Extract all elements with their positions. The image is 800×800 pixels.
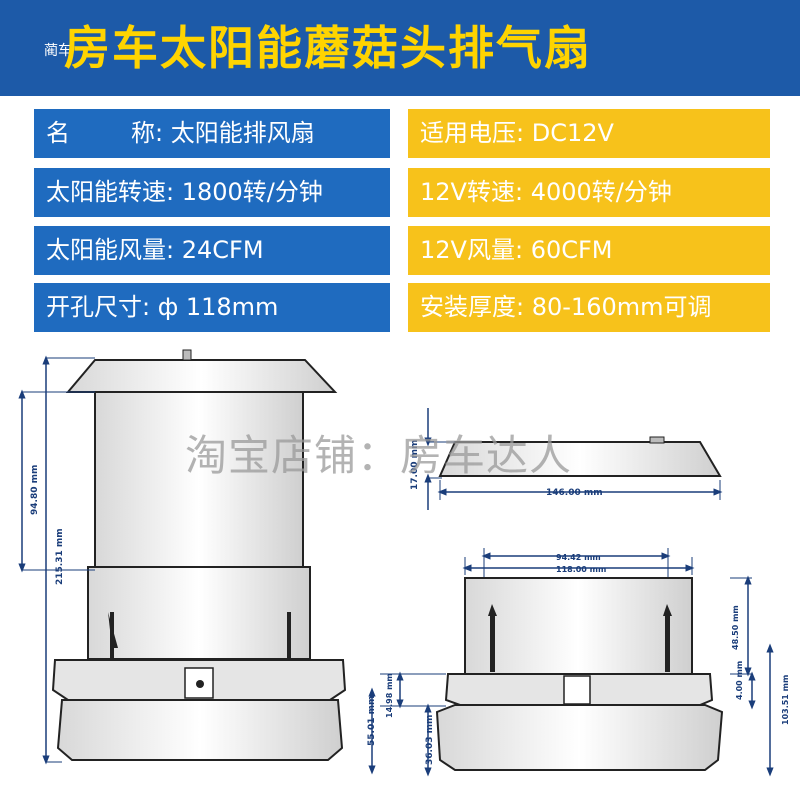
- spec-voltage: 适用电压: DC12V: [408, 109, 770, 158]
- lid-view: 17.00 mm 146.00 mm: [410, 408, 723, 510]
- spec-separator: :: [166, 178, 182, 206]
- dim-215-31: 215.31 mm: [55, 528, 65, 585]
- spec-name: 名 称: 太阳能排风扇: [34, 109, 390, 158]
- trim-section: [435, 704, 724, 771]
- spec-install-thickness: 安装厚度: 80-160mm可调: [408, 283, 770, 332]
- section-view: 94.42 mm 118.00 mm 48.50 mm 4.00 mm 103.…: [367, 548, 790, 777]
- spec-label: 安装厚度: [420, 293, 516, 321]
- spec-value: ф 118mm: [157, 293, 279, 321]
- spec-value: 60CFM: [530, 236, 613, 264]
- header-banner: 蔺车 房车太阳能蘑菇头排气扇: [0, 0, 800, 96]
- spec-separator: :: [514, 178, 531, 206]
- collar-section: [464, 577, 693, 675]
- screw: [110, 612, 114, 662]
- dim-48-50: 48.50 mm: [731, 605, 740, 650]
- spec-value: DC12V: [531, 119, 614, 147]
- mount-collar: [87, 566, 311, 660]
- product-title: 房车太阳能蘑菇头排气扇: [64, 21, 592, 75]
- dim-94-80: 94.80 mm: [30, 465, 40, 515]
- dim-36-03: 36.03 mm: [425, 715, 435, 765]
- inner-trim: [56, 699, 344, 761]
- spec-separator: :: [166, 236, 182, 264]
- header-small-text: 蔺车: [44, 43, 72, 59]
- body-cylinder: [94, 391, 304, 568]
- dim-118-00: 118.00 mm: [556, 565, 606, 574]
- spec-value: 80-160mm可调: [531, 293, 712, 321]
- screw: [663, 604, 672, 616]
- watermark: 淘宝店铺：房车达人: [185, 431, 573, 480]
- spec-label: 太阳能风量: [46, 236, 166, 264]
- spec-12v-airflow: 12V风量: 60CFM: [408, 226, 770, 275]
- spec-separator: :: [516, 293, 532, 321]
- spec-label: 开孔尺寸: [46, 293, 142, 321]
- dim-146-00: 146.00 mm: [546, 488, 603, 498]
- spec-separator: :: [155, 119, 171, 147]
- dim-55-01: 55.01 mm: [367, 696, 377, 746]
- dim-4-00: 4.00 mm: [735, 661, 744, 700]
- spec-value: 4000转/分钟: [530, 178, 672, 206]
- spec-separator: :: [516, 119, 532, 147]
- switch-housing: [563, 675, 591, 705]
- spec-solar-speed: 太阳能转速: 1800转/分钟: [34, 168, 390, 217]
- switch-icon: [196, 680, 204, 688]
- screw: [287, 612, 291, 662]
- spec-solar-airflow: 太阳能风量: 24CFM: [34, 226, 390, 275]
- side-view: 94.80 mm 215.31 mm: [18, 349, 347, 765]
- technical-drawing: 94.80 mm 215.31 mm 17.00 mm 146.00 mm 94…: [18, 349, 790, 777]
- spec-label: 适用电压: [420, 119, 516, 147]
- spec-value: 1800转/分钟: [181, 178, 323, 206]
- lid: [438, 441, 722, 477]
- lid-tab: [649, 436, 665, 444]
- spec-separator: :: [142, 293, 158, 321]
- spec-value: 太阳能排风扇: [170, 119, 315, 147]
- dim-103-51: 103.51 mm: [781, 675, 790, 725]
- dim-94-42: 94.42 mm: [556, 553, 601, 562]
- screw: [490, 616, 495, 672]
- spec-separator: :: [514, 236, 531, 264]
- screw: [665, 616, 670, 672]
- top-cap: [65, 359, 338, 393]
- spec-value: 24CFM: [181, 236, 264, 264]
- spec-12v-speed: 12V转速: 4000转/分钟: [408, 168, 770, 217]
- spec-label: 12V转速: [420, 178, 515, 206]
- spec-label: 太阳能转速: [46, 178, 166, 206]
- spec-hole-size: 开孔尺寸: ф 118mm: [34, 283, 390, 332]
- screw: [488, 604, 497, 616]
- spec-label: 12V风量: [420, 236, 515, 264]
- dim-17-00: 17.00 mm: [410, 440, 420, 490]
- cap-tab: [182, 349, 192, 361]
- spec-label: 名 称: [46, 119, 156, 147]
- dim-14-98: 14.98 mm: [385, 673, 394, 718]
